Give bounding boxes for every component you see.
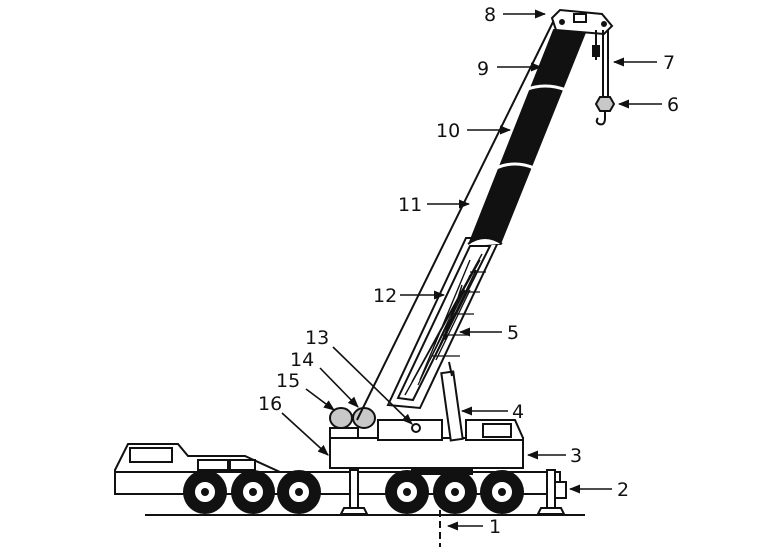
hook-block [594,96,616,126]
wheels [183,470,524,514]
cab-window [129,447,173,463]
leader-14 [319,367,359,408]
boom-tele-band-1 [524,84,567,92]
boom-collar [467,237,503,245]
callout-15: 15 [276,370,300,392]
callout-16: 16 [258,393,282,415]
outrigger-rear [546,469,556,509]
callout-11: 11 [398,194,422,216]
callout-13: 13 [305,327,329,349]
wheel-5 [433,470,477,514]
callout-14: 14 [290,349,314,371]
wheel-6 [480,470,524,514]
callout-5: 5 [507,322,519,344]
callout-9: 9 [477,58,489,80]
leader-15 [305,388,335,411]
wheel-3 [277,470,321,514]
callout-4: 4 [512,401,524,423]
leader-13 [332,346,413,425]
callout-1: 1 [489,516,501,538]
callout-labels: 1 2 3 4 5 6 7 8 9 10 11 12 13 14 15 16 [258,4,679,538]
boom-head [550,8,614,36]
operator-cab-window [482,423,512,438]
outrigger-rear-pad [536,507,566,515]
outriggers [339,469,566,515]
cab-vent-2 [229,459,256,471]
upper-deck [329,437,524,469]
leader-16 [281,412,329,456]
wheel-4 [385,470,429,514]
boom-tele-band-2 [495,162,535,170]
outrigger-front-pad [339,507,369,515]
cab-vent-1 [197,459,229,471]
wheel-2 [231,470,275,514]
wheel-1 [183,470,227,514]
callout-2: 2 [617,479,629,501]
callout-6: 6 [667,94,679,116]
hoist-rope [592,30,609,98]
callout-10: 10 [436,120,460,142]
lift-cylinder [440,361,464,442]
callout-3: 3 [570,445,582,467]
outrigger-front [349,469,359,509]
callout-7: 7 [663,52,675,74]
superstructure [329,419,524,475]
boom-suspension-line [356,21,554,421]
winch-drum-front [352,407,376,429]
callout-12: 12 [373,285,397,307]
callout-8: 8 [484,4,496,26]
callout-leaders [281,9,662,531]
boom-pivot [411,423,421,433]
winch-drum-rear [329,407,353,429]
